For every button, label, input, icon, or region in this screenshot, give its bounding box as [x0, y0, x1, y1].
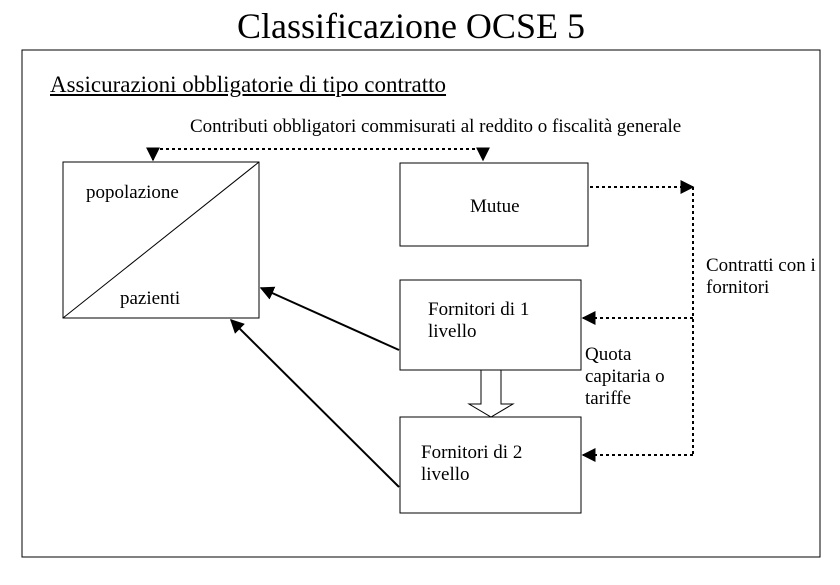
fornitori-2-label: Fornitori di 2 livello — [421, 442, 523, 485]
fornitori-1-to-pazienti-arrow — [259, 286, 400, 351]
contributi-connector — [146, 147, 490, 162]
page-title: Classificazione OCSE 5 — [237, 6, 585, 46]
population-box — [62, 161, 260, 319]
fornitori-1-label: Fornitori di 1 livello — [428, 299, 530, 342]
mutue-label: Mutue — [470, 196, 520, 217]
fornitori-1-to-2-block-arrow — [467, 369, 515, 418]
diagram-subtitle: Assicurazioni obbligatorie di tipo contr… — [50, 72, 447, 97]
outer-frame — [21, 49, 821, 558]
fornitori-2-to-pazienti-arrow — [230, 319, 400, 488]
popolazione-label: popolazione — [86, 182, 179, 203]
mutue-box — [399, 162, 589, 247]
contributi-label: Contributi obbligatori commisurati al re… — [190, 116, 682, 137]
contratti-label: Contratti con i fornitori — [706, 255, 816, 298]
population-diagonal — [62, 161, 260, 319]
quota-label: Quota capitaria o tariffe — [585, 344, 665, 409]
pazienti-label: pazienti — [120, 288, 181, 309]
